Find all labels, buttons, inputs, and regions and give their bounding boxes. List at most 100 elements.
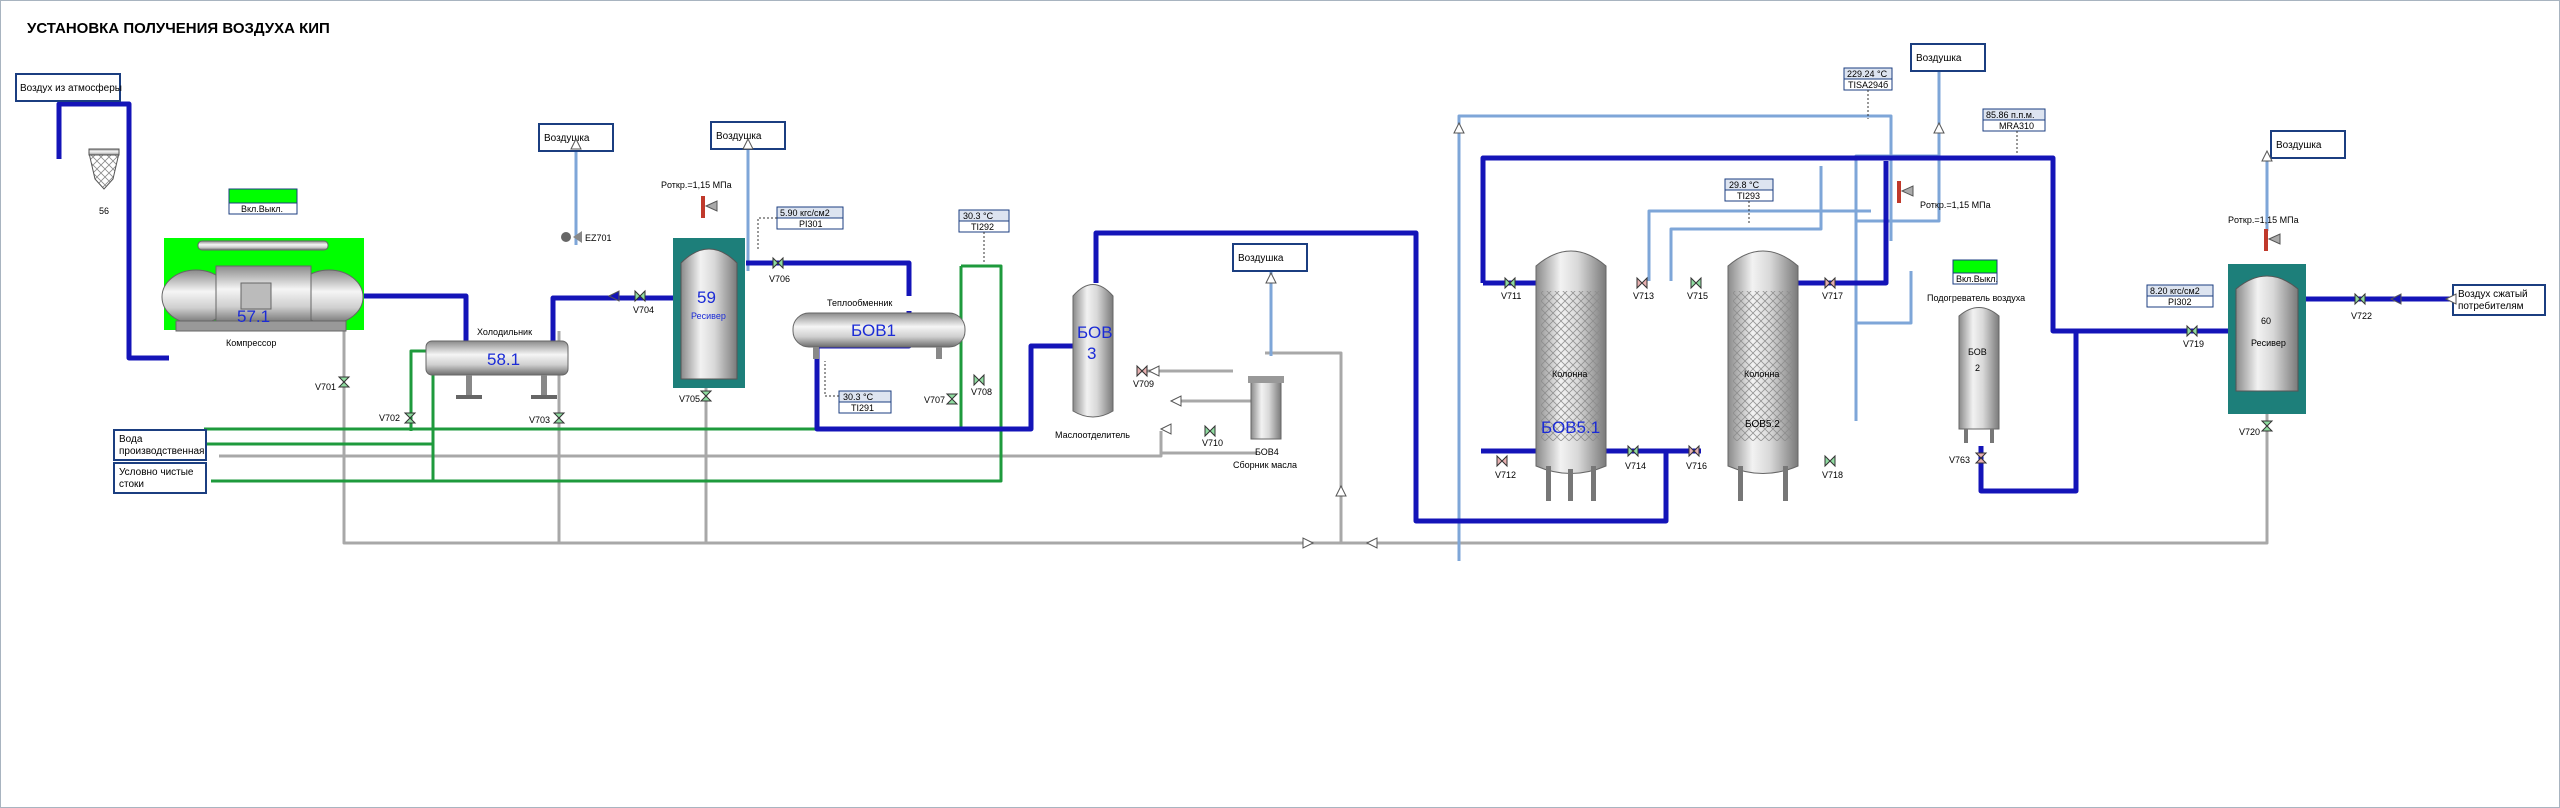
svg-text:БОВ5.1: БОВ5.1 — [1541, 418, 1600, 437]
oil-collector-bov4[interactable]: БОВ4 Сборник масла — [1233, 376, 1297, 470]
svg-text:30.3 °C: 30.3 °C — [963, 211, 994, 221]
cooler-58-1[interactable]: 58.1 Холодильник — [425, 327, 569, 399]
instrument-ti291[interactable]: 30.3 °C TI291 — [824, 361, 892, 414]
valve-v703[interactable]: V703 — [529, 412, 566, 425]
valve-v719[interactable]: V719 — [2183, 324, 2204, 349]
onoff-indicator-compressor[interactable]: Вкл.Выкл. — [228, 188, 298, 215]
svg-text:V705: V705 — [679, 394, 700, 404]
onoff-indicator-heater[interactable]: Вкл.Выкл. — [1952, 259, 1998, 285]
svg-text:8.20 кгс/см2: 8.20 кгс/см2 — [2150, 286, 2200, 296]
flow-arrows — [570, 121, 2457, 549]
heat-exchanger-bov1[interactable]: БОВ1 Теплообменник — [792, 298, 966, 359]
column-bov5-2[interactable]: Колонна БОВ5.2 — [1727, 250, 1799, 501]
valve-v706[interactable]: V706 — [769, 256, 790, 284]
svg-text:производственная: производственная — [119, 446, 204, 457]
svg-text:EZ701: EZ701 — [585, 233, 612, 243]
svg-text:Вода: Вода — [119, 434, 143, 445]
svg-text:V719: V719 — [2183, 339, 2204, 349]
pressure-label-heater: Pоткр.=1,15 МПа — [1920, 200, 1991, 210]
svg-text:TI293: TI293 — [1737, 191, 1760, 201]
valve-v718[interactable]: V718 — [1822, 454, 1843, 480]
svg-text:БОВ5.2: БОВ5.2 — [1745, 419, 1780, 430]
valve-v722[interactable]: V722 — [2351, 292, 2372, 321]
safety-valve-heater[interactable] — [1897, 181, 1914, 203]
valve-v705[interactable]: V705 — [679, 390, 713, 404]
svg-text:V701: V701 — [315, 382, 336, 392]
valve-v708[interactable]: V708 — [971, 373, 992, 397]
valve-v701[interactable]: V701 — [315, 376, 351, 392]
svg-text:Условно чистые: Условно чистые — [119, 467, 194, 478]
box-vent-3: Воздушка — [1232, 243, 1308, 272]
valves[interactable]: V701 V702 V703 V704 V705 V706 V707 V708 … — [315, 256, 2372, 480]
svg-text:Вкл.Выкл.: Вкл.Выкл. — [1956, 274, 1998, 284]
svg-text:Воздушка: Воздушка — [2276, 140, 2322, 151]
svg-text:Воздух из атмосферы: Воздух из атмосферы — [20, 82, 122, 94]
svg-text:V716: V716 — [1686, 461, 1707, 471]
svg-text:Ресивер: Ресивер — [2251, 338, 2286, 348]
safety-valve-59[interactable] — [701, 196, 718, 218]
svg-text:V714: V714 — [1625, 461, 1646, 471]
box-vent-5: Воздушка — [2270, 130, 2346, 159]
valve-v763[interactable]: V763 — [1949, 452, 1988, 465]
box-water: Вода производственная — [113, 429, 207, 461]
filter-56[interactable]: 56 — [88, 148, 120, 216]
svg-text:Холодильник: Холодильник — [477, 327, 532, 337]
valve-v720[interactable]: V720 — [2239, 420, 2274, 437]
svg-text:V703: V703 — [529, 415, 550, 425]
instrument-ti293[interactable]: 29.8 °C TI293 — [1724, 178, 1774, 223]
instrument-mra310[interactable]: 85.86 п.п.м. MRA310 — [1982, 108, 2046, 155]
instrument-pi302[interactable]: 8.20 кгс/см2 PI302 — [2146, 284, 2214, 308]
valve-v709[interactable]: V709 — [1133, 364, 1154, 389]
svg-text:Воздушка: Воздушка — [1916, 53, 1962, 64]
svg-text:Вкл.Выкл.: Вкл.Выкл. — [241, 204, 283, 214]
receiver-59[interactable]: 59 Ресивер — [673, 238, 745, 388]
svg-text:229.24 °C: 229.24 °C — [1847, 69, 1888, 79]
svg-text:БОВ1: БОВ1 — [851, 321, 896, 340]
svg-text:TI291: TI291 — [851, 403, 874, 413]
valve-v704[interactable]: V704 — [633, 289, 654, 315]
compressor-57-1[interactable]: 57.1 Компрессор — [161, 238, 364, 348]
valve-v702[interactable]: V702 — [379, 412, 417, 424]
valve-v711[interactable]: V711 — [1501, 276, 1521, 301]
instrument-pi301[interactable]: 5.90 кгс/см2 PI301 — [757, 206, 844, 251]
air-pipes — [56, 101, 2451, 524]
drain-pipes — [219, 331, 2269, 545]
svg-text:2: 2 — [1975, 363, 1980, 373]
svg-text:56: 56 — [99, 206, 109, 216]
svg-text:3: 3 — [1087, 344, 1096, 363]
svg-text:59: 59 — [697, 288, 716, 307]
column-bov5-1[interactable]: Колонна БОВ5.1 — [1535, 250, 1607, 501]
valve-v710[interactable]: V710 — [1202, 424, 1223, 448]
valve-v717[interactable]: V717 — [1822, 276, 1843, 301]
svg-text:Компрессор: Компрессор — [226, 338, 276, 348]
valve-v707[interactable]: V707 — [924, 393, 959, 405]
svg-text:V708: V708 — [971, 387, 992, 397]
oil-separator-bov3[interactable]: БОВ 3 Маслоотделитель — [1055, 284, 1130, 441]
box-atm-in: Воздух из атмосферы — [15, 73, 122, 102]
valve-v713[interactable]: V713 — [1633, 276, 1654, 301]
svg-text:V712: V712 — [1495, 470, 1516, 480]
svg-text:V702: V702 — [379, 413, 400, 423]
svg-text:Воздушка: Воздушка — [544, 133, 590, 144]
svg-text:Теплообменник: Теплообменник — [827, 298, 892, 308]
instrument-ti292[interactable]: 30.3 °C TI292 — [958, 209, 1010, 263]
valve-v714[interactable]: V714 — [1625, 444, 1646, 471]
valve-v715[interactable]: V715 — [1687, 276, 1708, 301]
svg-text:29.8 °C: 29.8 °C — [1729, 180, 1760, 190]
svg-text:БОВ: БОВ — [1968, 347, 1987, 357]
ez701-device[interactable]: EZ701 — [561, 231, 612, 243]
svg-text:БОВ: БОВ — [1077, 323, 1113, 342]
svg-text:Колонна: Колонна — [1552, 369, 1587, 379]
valve-v716[interactable]: V716 — [1686, 444, 1707, 471]
svg-text:V710: V710 — [1202, 438, 1223, 448]
receiver-60[interactable]: 60 Ресивер — [2228, 264, 2306, 414]
svg-text:TISA294б: TISA294б — [1848, 80, 1888, 90]
safety-valve-60[interactable] — [2264, 229, 2281, 251]
svg-text:58.1: 58.1 — [487, 350, 520, 369]
svg-text:БОВ4: БОВ4 — [1255, 447, 1279, 457]
heater-bov2[interactable]: БОВ 2 Подогреватель воздуха — [1927, 293, 2025, 443]
instrument-tisa294[interactable]: 229.24 °C TISA294б — [1843, 67, 1893, 119]
svg-text:Ресивер: Ресивер — [691, 311, 726, 321]
valve-v712[interactable]: V712 — [1495, 454, 1516, 480]
svg-text:стоки: стоки — [119, 479, 144, 490]
